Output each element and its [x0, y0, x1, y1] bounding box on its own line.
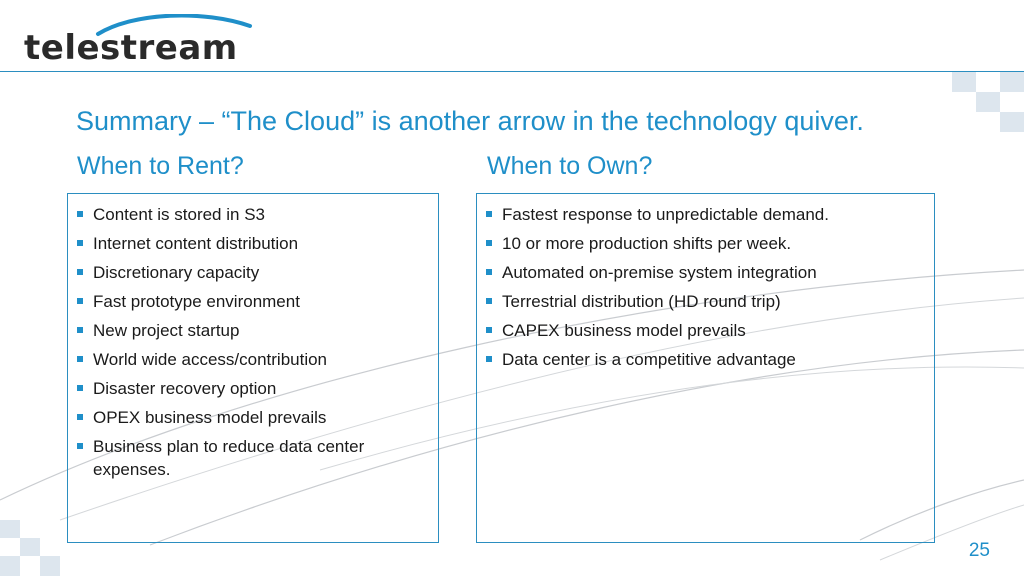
list-item-text: Internet content distribution [93, 234, 299, 253]
list-item-text: Business plan to reduce data center expe… [93, 437, 365, 479]
list-item: Data center is a competitive advantage [485, 348, 934, 371]
list-item-text: 10 or more production shifts per week. [502, 234, 792, 253]
bullet-icon [77, 385, 83, 391]
bullet-icon [77, 211, 83, 217]
list-item-text: Disaster recovery option [93, 379, 277, 398]
list-item: Content is stored in S3 [76, 203, 383, 226]
own-heading: When to Own? [487, 152, 653, 180]
rent-list: Content is stored in S3 Internet content… [68, 194, 438, 481]
list-item: Fastest response to unpredictable demand… [485, 203, 934, 226]
bullet-icon [486, 211, 492, 217]
list-item: Business plan to reduce data center expe… [76, 435, 383, 481]
rent-heading: When to Rent? [77, 152, 244, 180]
list-item: Internet content distribution [76, 232, 383, 255]
logo-wordmark: telestream [24, 28, 238, 68]
list-item: Terrestrial distribution (HD round trip) [485, 290, 934, 313]
list-item-text: Data center is a competitive advantage [502, 350, 796, 369]
bullet-icon [486, 327, 492, 333]
list-item-text: Automated on-premise system integration [502, 263, 817, 282]
bullet-icon [486, 269, 492, 275]
bullet-icon [486, 356, 492, 362]
rent-panel: Content is stored in S3 Internet content… [67, 193, 439, 543]
list-item-text: OPEX business model prevails [93, 408, 327, 427]
list-item: 10 or more production shifts per week. [485, 232, 934, 255]
bullet-icon [77, 269, 83, 275]
logo-swoosh-icon [96, 14, 252, 36]
bullet-icon [77, 327, 83, 333]
decorative-squares-top-right [952, 72, 1024, 132]
list-item-text: Discretionary capacity [93, 263, 260, 282]
bullet-icon [486, 240, 492, 246]
bullet-icon [486, 298, 492, 304]
list-item: Automated on-premise system integration [485, 261, 934, 284]
bullet-icon [77, 356, 83, 362]
bullet-icon [77, 298, 83, 304]
page-number: 25 [968, 540, 990, 561]
slide-title: Summary – “The Cloud” is another arrow i… [76, 106, 864, 136]
list-item: Discretionary capacity [76, 261, 383, 284]
own-panel: Fastest response to unpredictable demand… [476, 193, 935, 543]
bullet-icon [77, 443, 83, 449]
list-item: OPEX business model prevails [76, 406, 383, 429]
list-item-text: New project startup [93, 321, 240, 340]
list-item-text: Fast prototype environment [93, 292, 300, 311]
list-item: Disaster recovery option [76, 377, 383, 400]
bullet-icon [77, 240, 83, 246]
list-item-text: Terrestrial distribution (HD round trip) [502, 292, 781, 311]
list-item-text: World wide access/contribution [93, 350, 328, 369]
list-item: New project startup [76, 319, 383, 342]
list-item-text: Content is stored in S3 [93, 205, 265, 224]
decorative-squares-bottom-left [0, 520, 60, 576]
telestream-logo: telestream [24, 14, 252, 68]
list-item-text: CAPEX business model prevails [502, 321, 746, 340]
bullet-icon [77, 414, 83, 420]
own-list: Fastest response to unpredictable demand… [477, 194, 934, 371]
list-item: CAPEX business model prevails [485, 319, 934, 342]
list-item: World wide access/contribution [76, 348, 383, 371]
list-item-text: Fastest response to unpredictable demand… [502, 205, 829, 224]
header-divider [0, 71, 1024, 72]
list-item: Fast prototype environment [76, 290, 383, 313]
